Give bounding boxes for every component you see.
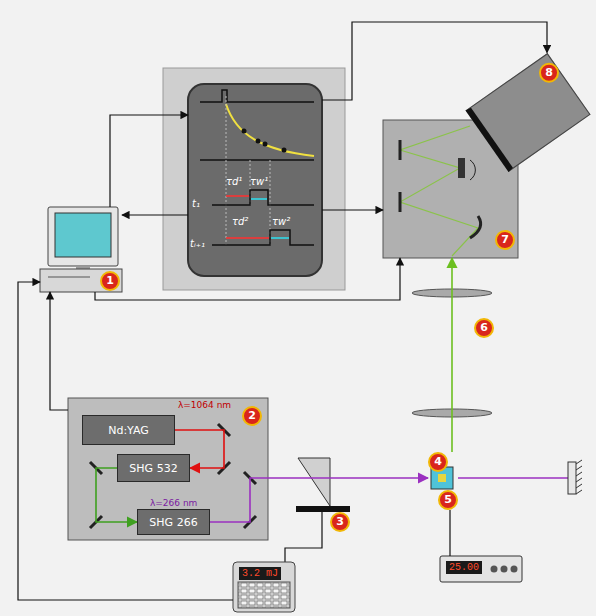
signal-cable <box>18 282 233 600</box>
harmonic-generator: SHG 532 <box>117 454 190 482</box>
controller <box>440 556 522 582</box>
base <box>40 269 122 292</box>
laser-beam <box>210 478 428 522</box>
timing-panel <box>163 68 345 290</box>
part-label: λ=1064 nm <box>178 400 231 410</box>
signal-cable <box>95 258 400 300</box>
callout-number: 5 <box>438 490 458 510</box>
knob <box>511 566 518 573</box>
signal-cable <box>449 510 450 556</box>
callout-number: 8 <box>539 62 559 82</box>
part-label: tᵢ₊₁ <box>190 238 205 249</box>
dot <box>263 142 268 147</box>
part-label: τw² <box>272 216 290 227</box>
harmonic-generator: SHG 266 <box>137 509 210 535</box>
dot <box>256 139 261 144</box>
part-label: SHG 266 <box>149 516 197 529</box>
plasma <box>438 474 446 482</box>
signal-cable <box>110 115 188 207</box>
display-reading: 25.00 <box>446 561 482 574</box>
prism-base <box>296 506 350 512</box>
meter-body <box>233 562 295 612</box>
decay-curve <box>226 104 314 156</box>
rotation <box>470 160 475 180</box>
callout-number: 4 <box>428 452 448 472</box>
callout-number: 6 <box>474 318 494 338</box>
part-label: t₁ <box>192 198 200 209</box>
computer: 1 <box>40 207 122 292</box>
part-label: Nd:YAG <box>108 424 149 437</box>
knob <box>501 566 508 573</box>
dot <box>242 129 247 134</box>
display-reading: 3.2 mJ <box>239 567 281 580</box>
energy-meter: 3.2 mJ <box>233 562 295 612</box>
laser-head: Nd:YAG <box>82 415 175 445</box>
callout-number: 1 <box>100 271 120 291</box>
prism <box>298 458 330 506</box>
knob <box>491 566 498 573</box>
screen <box>55 213 111 257</box>
trace <box>200 159 314 161</box>
keypad <box>238 582 290 608</box>
callout-number: 7 <box>495 230 515 250</box>
laser-beam <box>451 258 453 452</box>
flat-mirror <box>399 140 402 212</box>
part-label: τd¹ <box>226 176 242 187</box>
laser-housing: 2 λ=1064 nm λ=266 nm Nd:YAG SHG 532SHG 266 <box>68 398 268 540</box>
curved-mirror <box>470 216 481 238</box>
part-label: SHG 532 <box>129 462 177 475</box>
signal-cable <box>50 292 68 410</box>
sample-stage: 45 <box>428 452 458 510</box>
trace <box>212 190 314 205</box>
wire <box>285 512 322 562</box>
beam-dump <box>568 462 576 494</box>
timing-diagram: τd¹ τw¹ t₁ τd² τw² tᵢ₊₁ <box>188 84 322 276</box>
part-label: λ=266 nm <box>150 498 197 508</box>
beam <box>458 477 568 479</box>
slot <box>48 277 90 278</box>
signal-cable <box>322 209 383 210</box>
callout-number: 2 <box>242 406 262 426</box>
signal-cable <box>122 214 188 215</box>
grating <box>458 158 465 178</box>
dotted <box>226 96 270 245</box>
spectrometer: 7 <box>383 120 518 258</box>
delay <box>226 196 269 238</box>
dot <box>282 148 287 153</box>
part-label: τw¹ <box>250 176 268 187</box>
callout-number: 3 <box>330 512 350 532</box>
monitor <box>48 207 118 266</box>
part-label: τd² <box>232 216 248 227</box>
dump-hatch <box>576 460 582 494</box>
ray <box>400 126 478 256</box>
laser-housing <box>68 398 268 540</box>
timing-screen <box>188 84 322 276</box>
trace <box>200 90 314 102</box>
temperature-controller: 25.00 <box>440 556 522 582</box>
